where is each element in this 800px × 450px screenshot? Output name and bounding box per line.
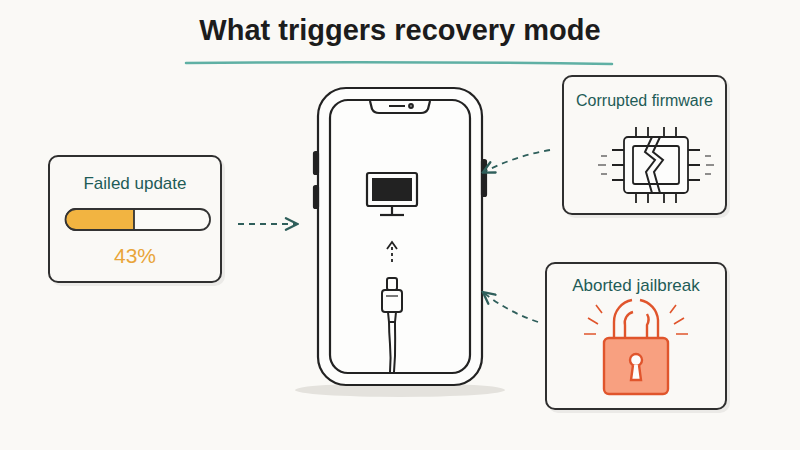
phone-illustration	[314, 88, 486, 385]
box-heading: Corrupted firmware	[564, 92, 725, 110]
broken-lock-icon	[584, 300, 688, 394]
progress-bar	[66, 209, 211, 230]
connect-arrow-head	[387, 242, 397, 249]
cause-box: Corrupted firmware	[562, 75, 727, 215]
box-heading: Aborted jailbreak	[547, 276, 725, 296]
cause-arrow	[238, 223, 296, 225]
progress-value: 43%	[50, 244, 220, 268]
connect-arrow	[391, 244, 393, 262]
title-underline	[186, 62, 612, 64]
box-heading: Failed update	[50, 174, 220, 194]
cause-arrow	[484, 150, 550, 172]
cause-box: Aborted jailbreak	[545, 262, 727, 410]
computer-icon	[367, 173, 417, 215]
cause-arrow	[484, 293, 538, 322]
cause-box: Failed update 43%	[48, 155, 222, 283]
diagram-title: What triggers recovery mode	[0, 14, 800, 47]
broken-chip-icon	[598, 127, 714, 203]
lightning-cable	[382, 278, 402, 372]
